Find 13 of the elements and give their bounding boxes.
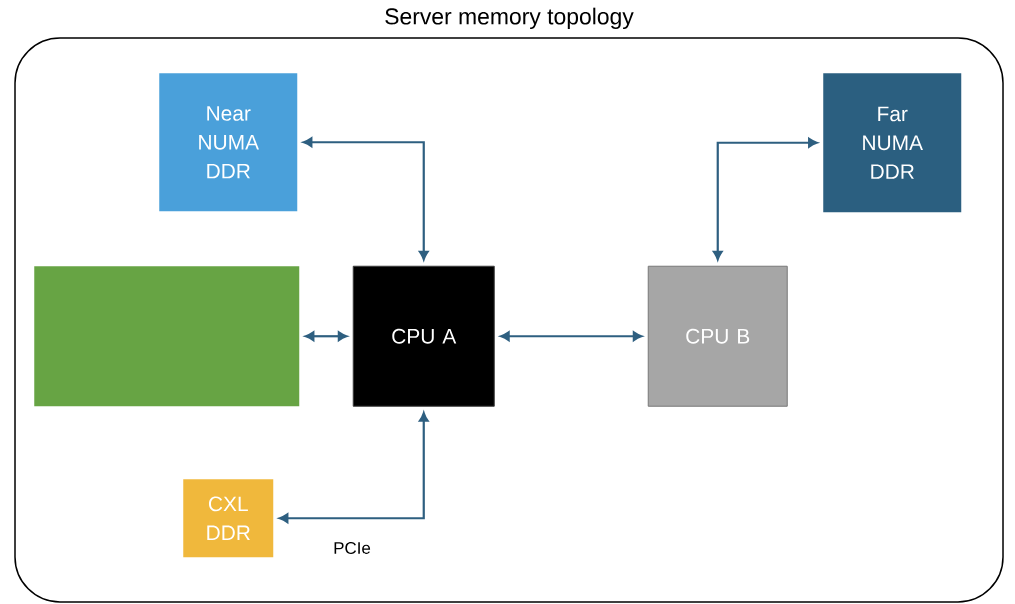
memory-box [34, 266, 300, 407]
cpu-box: CPU B [647, 265, 788, 407]
arrow [712, 137, 818, 261]
arrow [500, 331, 643, 342]
arrow [304, 331, 348, 342]
edge-label: PCIe [332, 541, 372, 555]
cpu-box: CPU A [352, 265, 495, 407]
arrow [278, 412, 429, 524]
node-label: Server memory topology [385, 7, 634, 30]
arrow [302, 137, 429, 261]
memory-box: CXL DDR [183, 479, 274, 558]
memory-box: Near NUMA DDR [159, 73, 298, 212]
memory-box: Far NUMA DDR [823, 73, 962, 213]
